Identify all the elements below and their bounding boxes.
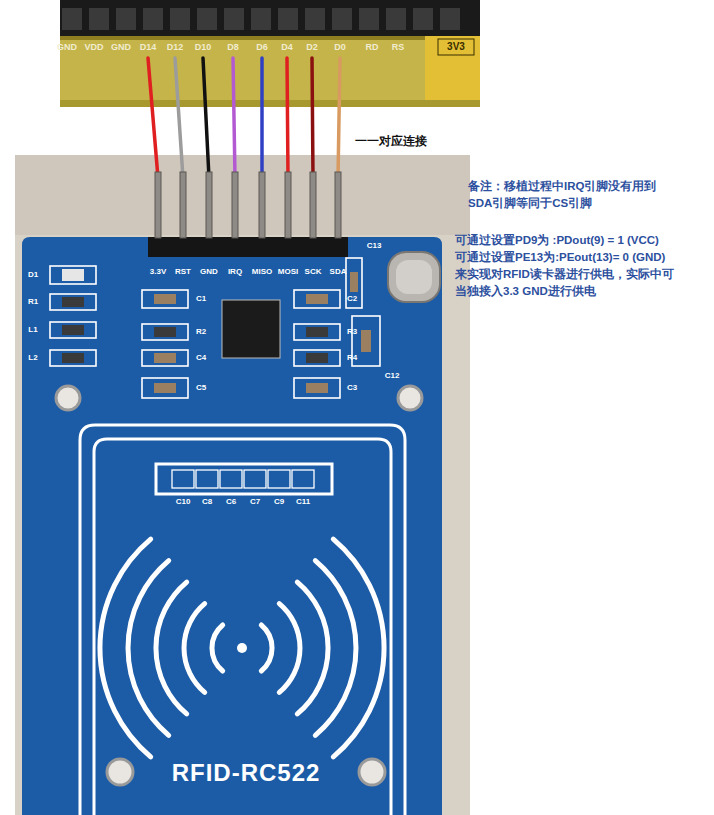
smd-parts (50, 252, 440, 398)
module-pin-label: IRQ (228, 267, 242, 277)
board-pin-label: D6 (256, 42, 268, 53)
part-designator: C7 (250, 497, 260, 507)
header-pins (155, 172, 341, 238)
part-designator: C11 (296, 497, 310, 507)
power-note: 来实现对RFID读卡器进行供电，实际中可 当独接入3.3 GND进行供电 (455, 266, 677, 299)
board-pin-label: GND (111, 42, 131, 53)
module-pin-label: SCK (305, 267, 322, 277)
part-designator: C1 (196, 294, 206, 304)
remark-note: 备注：移植过程中IRQ引脚没有用到 SDA引脚等同于CS引脚 (468, 178, 666, 211)
part-designator: C6 (226, 497, 236, 507)
board-pin-label: D4 (281, 42, 293, 53)
female-header (60, 0, 480, 36)
part-designator: C13 (367, 241, 382, 251)
power-note: 可通过设置PD9为 :PDout(9) = 1 (VCC) (455, 232, 659, 249)
mfrc522-chip (222, 300, 280, 358)
module-pin-label: GND (200, 267, 218, 277)
board-pin-label: D14 (140, 42, 157, 53)
table-surface (15, 155, 470, 815)
board-pin-label: RD (366, 42, 379, 53)
board-silkscreen: 3V3 (447, 41, 465, 53)
module-pin-label: SDA (330, 267, 347, 277)
part-designator: C12 (385, 371, 400, 381)
antenna-trace (80, 425, 405, 815)
dev-board (60, 0, 480, 107)
part-designator: C3 (347, 383, 357, 393)
module-pin-label: RST (175, 267, 191, 277)
board-pin-label: GND (57, 42, 77, 53)
antenna-caps (172, 470, 314, 488)
jumper-wires (148, 58, 340, 178)
crystal (388, 252, 440, 302)
board-pin-label: D8 (227, 42, 239, 53)
board-pin-label: D10 (195, 42, 212, 53)
board-corner (425, 36, 480, 107)
connection-note: 一一对应连接 (355, 134, 427, 148)
part-designator: C10 (176, 497, 191, 507)
antenna-center (237, 643, 247, 653)
part-designator: R1 (28, 297, 38, 307)
part-designator: C2 (347, 294, 357, 304)
part-designator: C8 (202, 497, 212, 507)
part-designator: D1 (28, 270, 38, 280)
part-designator: C4 (196, 353, 206, 363)
part-designator: C9 (274, 497, 284, 507)
board-pin-label: VDD (84, 42, 103, 53)
mounting-holes (56, 386, 422, 785)
module-pin-label: MISO (252, 267, 272, 277)
power-note: 可通过设置PE13为:PEout(13)= 0 (GND) (455, 249, 665, 266)
module-pin-label: 3.3V (150, 267, 166, 277)
module-pin-label: MOSI (278, 267, 298, 277)
part-designator: R4 (347, 353, 357, 363)
part-designator: L2 (28, 353, 37, 363)
module-title: RFID-RC522 (172, 759, 321, 788)
rc522-pcb (22, 237, 442, 815)
board-pin-label: D0 (334, 42, 346, 53)
board-pin-label: D12 (167, 42, 184, 53)
pin-header (148, 237, 348, 257)
board-pin-label: D2 (306, 42, 318, 53)
board-pin-label: RS (392, 42, 405, 53)
part-designator: R2 (196, 327, 206, 337)
part-designator: L1 (28, 325, 37, 335)
antenna-waves (100, 539, 384, 757)
part-designator: C5 (196, 383, 206, 393)
part-designator: R3 (347, 327, 357, 337)
header-holes (62, 8, 460, 30)
